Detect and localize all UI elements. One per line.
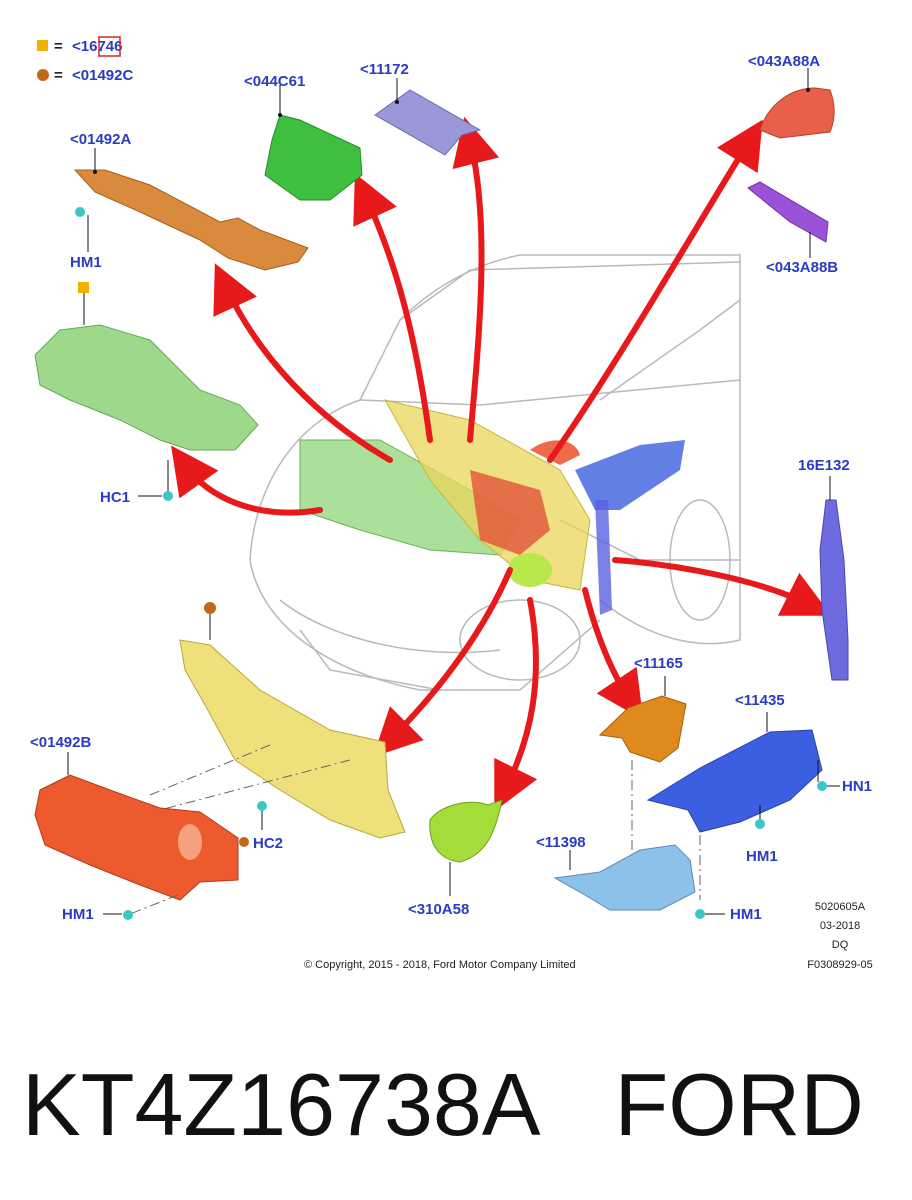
label-hc2: HC2 — [253, 835, 283, 852]
label-hm1-mid: HM1 — [746, 848, 778, 865]
label-043A88B: <043A88B — [766, 259, 838, 276]
reference-block: 5020605A 03-2018 DQ F0308929-05 — [807, 901, 872, 971]
product-caption: KT4Z16738A FORD — [22, 1050, 902, 1160]
part-043A88A — [759, 68, 835, 139]
legend-equals: = — [54, 38, 63, 55]
installed-tunnel-blue — [575, 440, 685, 510]
label-hc1: HC1 — [100, 489, 130, 506]
legend: = <16746 = <01492C — [37, 36, 133, 84]
part-11165 — [598, 676, 687, 860]
label-11165: <11165 — [634, 655, 683, 672]
label-11435: <11435 — [735, 692, 785, 709]
copyright-notice: © Copyright, 2015 - 2018, Ford Motor Com… — [304, 959, 576, 971]
part-16746 — [34, 282, 259, 501]
part-11172 — [374, 78, 482, 156]
part-number: KT4Z16738A — [22, 1055, 541, 1154]
label-310A58: <310A58 — [408, 901, 469, 918]
legend-circle-code: <01492C — [72, 67, 133, 84]
legend-square-code: <16746 — [72, 38, 122, 55]
exploded-parts-diagram: = <16746 = <01492C — [30, 36, 873, 971]
arrow-044C61 — [353, 173, 433, 443]
part-01492C-dash — [149, 602, 406, 847]
ref-date: 03-2018 — [820, 920, 860, 932]
part-043A88B — [747, 181, 829, 258]
label-hm1-top: HM1 — [70, 254, 102, 271]
ref-figure: F0308929-05 — [807, 959, 872, 971]
part-11435 — [646, 712, 840, 900]
arrow-HC1 — [171, 445, 323, 516]
label-043A88A: <043A88A — [748, 53, 820, 70]
installed-parts — [299, 399, 685, 615]
arrow-11165 — [582, 587, 644, 720]
vehicle-outline — [249, 254, 741, 691]
label-11398: <11398 — [536, 834, 586, 851]
part-01492B — [34, 752, 239, 920]
arrow-11172 — [452, 116, 500, 443]
label-01492A: <01492A — [70, 131, 131, 148]
part-310A58 — [429, 799, 503, 896]
legend-equals-2: = — [54, 67, 63, 84]
part-16E132 — [819, 476, 849, 681]
ref-code: DQ — [832, 939, 849, 951]
installed-dash-red — [470, 470, 550, 555]
label-01492B: <01492B — [30, 734, 91, 751]
label-hm1-bottom-right: HM1 — [730, 906, 762, 923]
label-16E132: 16E132 — [798, 457, 850, 474]
legend-circle-marker — [37, 69, 49, 81]
arrow-16E132 — [612, 557, 832, 616]
label-044C61: <044C61 — [244, 73, 305, 90]
arrow-310A58 — [494, 597, 539, 812]
highlight-box — [98, 36, 121, 57]
callout-labels: <044C61 <11172 <043A88A <01492A HM1 <043… — [30, 53, 872, 923]
part-044C61 — [264, 85, 363, 201]
label-11172: <11172 — [360, 61, 409, 78]
installed-pillar-blue — [595, 500, 612, 615]
installed-cap-green — [508, 553, 552, 587]
part-01492A — [73, 148, 309, 271]
legend-square-marker — [37, 40, 48, 51]
label-hn1: HN1 — [842, 778, 872, 795]
label-hm1-bottom-left: HM1 — [62, 906, 94, 923]
part-11398 — [553, 844, 725, 919]
arrow-043A88A — [547, 119, 763, 463]
pointer-arrows — [171, 116, 832, 812]
arrow-01492B-dash — [373, 567, 513, 757]
brand-name: FORD — [614, 1055, 864, 1154]
ref-number: 5020605A — [815, 901, 866, 913]
arrow-01492A — [213, 263, 393, 463]
